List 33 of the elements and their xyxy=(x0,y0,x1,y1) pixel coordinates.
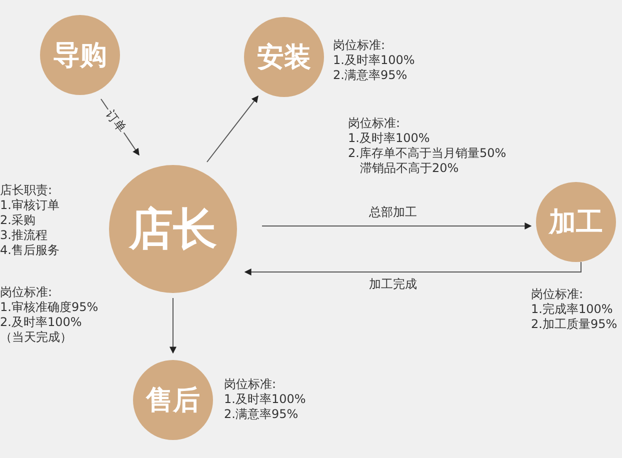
list-item: 滞销品不高于20% xyxy=(360,161,459,176)
list-item: 2.采购 xyxy=(0,213,36,228)
role-circle: 加工 xyxy=(536,182,616,262)
heading-text: 岗位标准: xyxy=(531,287,584,302)
role-circle: 店长 xyxy=(109,165,237,293)
arrow xyxy=(262,222,532,230)
list-item: 1.及时率100% xyxy=(333,53,415,68)
heading-text: 岗位标准: xyxy=(0,285,52,300)
list-item: 2.满意率95% xyxy=(224,407,298,422)
arrow xyxy=(244,262,582,276)
heading-text: 店长职责: xyxy=(0,183,52,198)
list-item: 1.审核准确度95% xyxy=(0,300,98,315)
heading-text: 岗位标准: xyxy=(224,377,276,392)
list-item: 3.推流程 xyxy=(0,228,48,243)
arrow xyxy=(170,298,176,354)
list-item: 2.及时率100% xyxy=(0,315,82,330)
edge-label: 总部加工 xyxy=(367,205,419,219)
list-item: 2.加工质量95% xyxy=(531,317,618,332)
arrow xyxy=(206,95,258,162)
list-item: 4.售后服务 xyxy=(0,243,60,258)
list-item: 1.及时率100% xyxy=(224,392,306,407)
list-item: 1.及时率100% xyxy=(348,131,430,146)
heading-text: 岗位标准: xyxy=(333,38,386,53)
heading-text: 岗位标准: xyxy=(348,116,400,131)
list-item: 2.库存单不高于当月销量50% xyxy=(348,146,506,161)
edge-label: 加工完成 xyxy=(367,277,419,291)
list-item: 2.满意率95% xyxy=(333,68,408,83)
role-circle: 导购 xyxy=(40,15,120,95)
list-item: （当天完成） xyxy=(0,330,72,345)
list-item: 1.审核订单 xyxy=(0,198,60,213)
role-circle: 售后 xyxy=(133,360,213,440)
role-circle: 安装 xyxy=(244,17,324,97)
list-item: 1.完成率100% xyxy=(531,302,613,317)
